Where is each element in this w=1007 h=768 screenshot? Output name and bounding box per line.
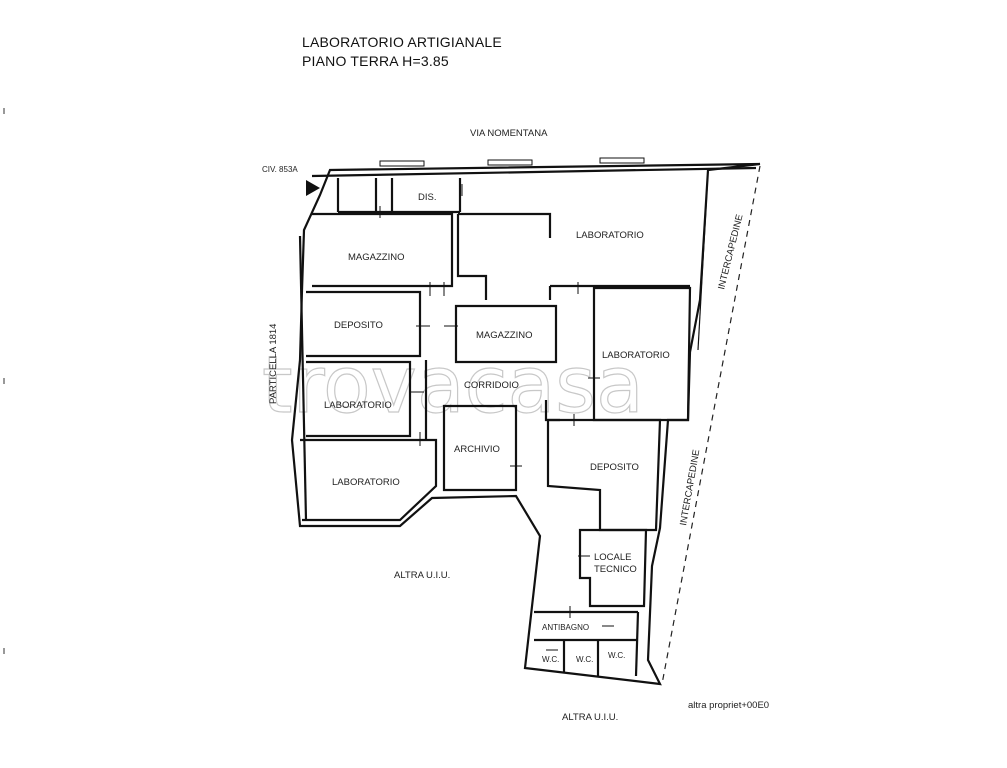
label-particella: PARTICELLA 1814	[268, 324, 279, 404]
room-archivio: ARCHIVIO	[454, 444, 500, 455]
watermark: trovacasa	[262, 341, 644, 431]
entrance-arrow	[306, 180, 320, 196]
plan-title: LABORATORIO ARTIGIANALE	[302, 34, 502, 50]
label-intercapedine-upper: INTERCAPEDINE	[716, 213, 745, 290]
label-altra-propriet: altra propriet+00E0	[688, 700, 769, 711]
intercapedine-wall	[697, 171, 709, 351]
room-laboratorio-main: LABORATORIO	[576, 230, 644, 241]
plan-subtitle: PIANO TERRA H=3.85	[302, 53, 449, 69]
room-antibagno: ANTIBAGNO	[542, 623, 589, 632]
room-locale-tecnico-line2: TECNICO	[594, 564, 637, 575]
label-intercapedine-lower: INTERCAPEDINE	[678, 449, 702, 527]
room-magazzino-2: MAGAZZINO	[476, 330, 532, 341]
room-laboratorio-w1: LABORATORIO	[324, 400, 392, 411]
interior-walls	[300, 178, 692, 677]
door-marks	[379, 184, 614, 651]
label-altra-uiu-west: ALTRA U.I.U.	[394, 570, 450, 581]
civic-number: CIV. 853A	[262, 165, 298, 174]
north-windows	[379, 157, 645, 167]
room-laboratorio-east: LABORATORIO	[602, 350, 670, 361]
room-deposito-1: DEPOSITO	[334, 320, 383, 331]
room-magazzino-1: MAGAZZINO	[348, 252, 404, 263]
intercapedine-boundary	[661, 165, 761, 685]
room-locale-tecnico-line1: LOCALE	[594, 552, 632, 563]
room-wc-1: W.C.	[542, 655, 559, 664]
room-corridoio: CORRIDOIO	[464, 380, 519, 391]
label-altra-uiu-south: ALTRA U.I.U.	[562, 712, 618, 723]
room-deposito-2: DEPOSITO	[590, 462, 639, 473]
street-via-nomentana: VIA NOMENTANA	[470, 128, 548, 139]
room-wc-3: W.C.	[608, 651, 625, 660]
room-dis: DIS.	[418, 192, 436, 203]
room-laboratorio-w2: LABORATORIO	[332, 477, 400, 488]
room-wc-2: W.C.	[576, 655, 593, 664]
outer-walls	[290, 162, 761, 686]
